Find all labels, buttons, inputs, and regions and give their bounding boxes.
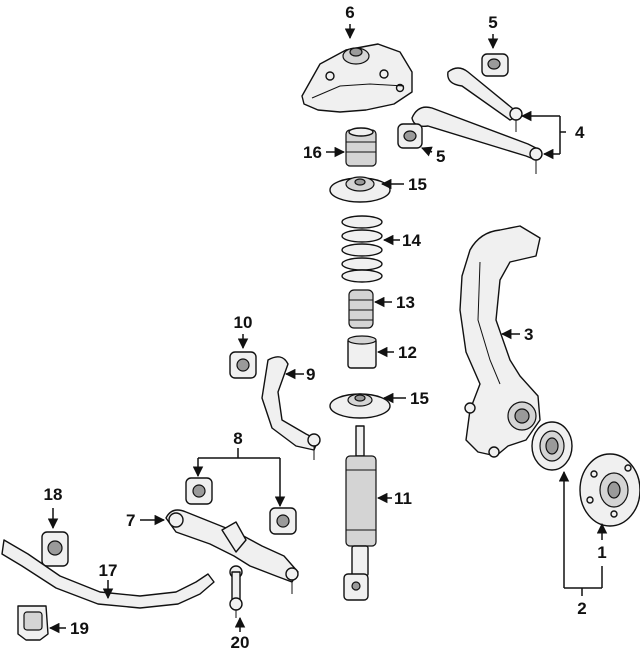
callout-11: 11 bbox=[394, 489, 412, 508]
part-15-upper-spring-seat bbox=[329, 176, 391, 203]
part-15-lower-spring-seat bbox=[329, 393, 391, 419]
callout-9: 9 bbox=[306, 365, 315, 384]
part-12-dust-boot bbox=[347, 335, 377, 369]
callout-5-upper: 5 bbox=[488, 13, 497, 32]
part-3-steering-knuckle bbox=[459, 225, 541, 458]
callout-10: 10 bbox=[234, 313, 253, 332]
leader-2 bbox=[558, 470, 603, 596]
callout-14: 14 bbox=[402, 231, 421, 250]
callout-6: 6 bbox=[345, 3, 354, 22]
part-14-coil-spring bbox=[341, 215, 383, 283]
part-5-upper-bushing bbox=[481, 53, 509, 77]
callout-12: 12 bbox=[398, 343, 417, 362]
part-13-bump-stop bbox=[348, 289, 374, 329]
callout-4: 4 bbox=[575, 123, 585, 142]
callout-2: 2 bbox=[577, 599, 586, 618]
part-5-lower-bushing bbox=[397, 123, 423, 149]
part-11-shock-absorber bbox=[343, 425, 377, 601]
callout-19: 19 bbox=[70, 619, 89, 638]
part-4-upper-control-arms bbox=[411, 67, 543, 174]
part-20-stabilizer-link bbox=[229, 565, 243, 618]
leader-8 bbox=[192, 448, 286, 508]
callout-20: 20 bbox=[231, 633, 250, 652]
part-19-stabilizer-clamp bbox=[17, 605, 49, 641]
leader-5-lower bbox=[421, 146, 433, 157]
part-18-stabilizer-bushing bbox=[41, 531, 69, 567]
part-2-wheel-bearing bbox=[531, 421, 573, 471]
callout-1: 1 bbox=[597, 543, 606, 562]
part-1-wheel-hub bbox=[579, 453, 640, 527]
callout-3: 3 bbox=[524, 325, 533, 344]
part-16-top-mount-bushing bbox=[345, 127, 377, 167]
callout-13: 13 bbox=[396, 293, 415, 312]
callout-5-lower: 5 bbox=[436, 147, 445, 166]
callout-15-upper: 15 bbox=[408, 175, 427, 194]
callout-15-lower: 15 bbox=[410, 389, 429, 408]
part-7-lower-control-arm bbox=[165, 509, 299, 594]
callout-16: 16 bbox=[303, 143, 322, 162]
callout-18: 18 bbox=[44, 485, 63, 504]
part-10-bushing bbox=[229, 351, 257, 379]
part-8-lower-arm-bushings bbox=[185, 477, 297, 535]
part-6-strut-mount-plate bbox=[301, 43, 413, 113]
callout-17: 17 bbox=[99, 561, 118, 580]
part-9-track-control-arm bbox=[261, 356, 321, 460]
callout-7: 7 bbox=[126, 511, 135, 530]
leader-4 bbox=[520, 110, 566, 160]
callout-8: 8 bbox=[233, 429, 242, 448]
